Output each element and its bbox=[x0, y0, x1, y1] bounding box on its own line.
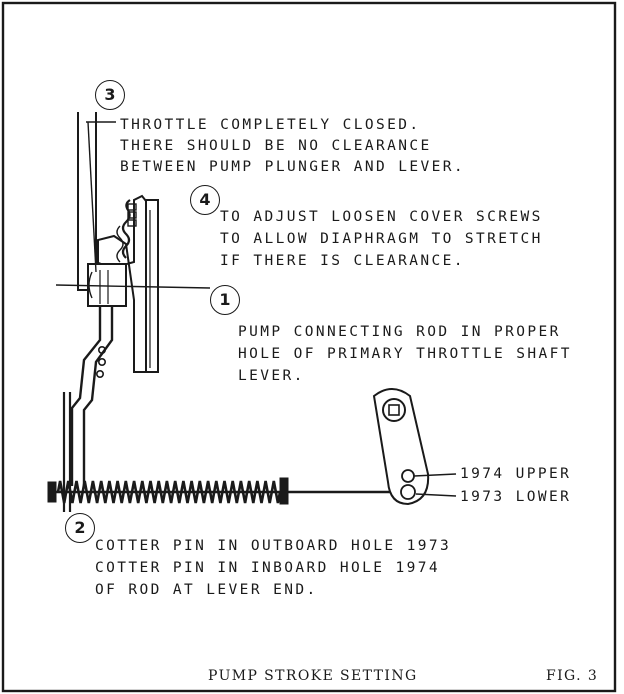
callout-3-line-3: BETWEEN PUMP PLUNGER AND LEVER. bbox=[120, 159, 466, 175]
callout-3-line-2: THERE SHOULD BE NO CLEARANCE bbox=[120, 138, 432, 154]
callout-2-line-1: COTTER PIN IN OUTBOARD HOLE 1973 bbox=[95, 538, 452, 554]
figure-title: PUMP STROKE SETTING bbox=[208, 668, 418, 684]
callout-4-line-2: TO ALLOW DIAPHRAGM TO STRETCH bbox=[220, 231, 543, 247]
pump-spring bbox=[47, 477, 412, 505]
callout-1-line-3: LEVER. bbox=[238, 368, 305, 384]
callout-2-line-2: COTTER PIN IN INBOARD HOLE 1974 bbox=[95, 560, 441, 576]
callout-number-2: 2 bbox=[65, 513, 95, 543]
throttle-lever bbox=[372, 388, 457, 506]
callout-number-1: 1 bbox=[210, 285, 240, 315]
callout-4-line-3: IF THERE IS CLEARANCE. bbox=[220, 253, 465, 269]
callout-1-line-2: HOLE OF PRIMARY THROTTLE SHAFT bbox=[238, 346, 572, 362]
callout-number-3: 3 bbox=[95, 80, 125, 110]
callout-3-line-1: THROTTLE COMPLETELY CLOSED. bbox=[120, 117, 421, 133]
hole-label-lower: 1973 LOWER bbox=[460, 489, 572, 505]
callout-number-4: 4 bbox=[190, 185, 220, 215]
pump-assembly bbox=[55, 112, 211, 512]
callout-1-line-1: PUMP CONNECTING ROD IN PROPER bbox=[238, 324, 561, 340]
callout-4-line-1: TO ADJUST LOOSEN COVER SCREWS bbox=[220, 209, 543, 225]
callout-2-line-3: OF ROD AT LEVER END. bbox=[95, 582, 318, 598]
hole-label-upper: 1974 UPPER bbox=[460, 466, 572, 482]
figure-number: FIG. 3 bbox=[546, 668, 599, 684]
